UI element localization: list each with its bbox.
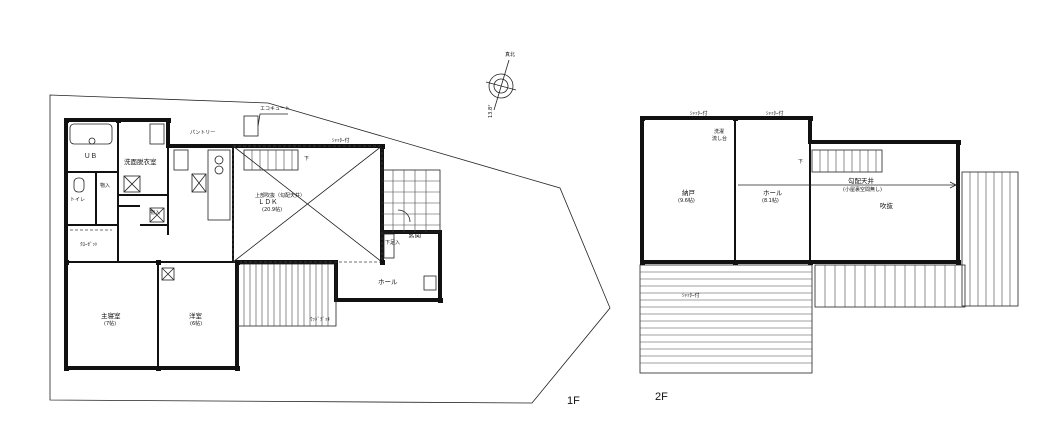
entrance-tile-area [381,169,441,233]
shutter-label-1f: ｼｬｯﾀｰ付 [332,137,350,144]
laundry-label: 洗濯 [714,128,724,135]
toilet-label: トイレ [70,197,85,203]
site-boundary [49,94,611,404]
compass-north-label: 真北 [505,51,515,58]
down-label-2f: 下 [798,159,803,165]
western-room-title: 洋室 [189,311,203,320]
compass-icon [485,59,517,111]
down-label-1f: 下 [304,156,309,162]
hall-title-2f: ホール [763,189,783,197]
ecocute-label: エコキュート [260,106,290,112]
master-bedroom-area: (7帖) [104,320,116,327]
void-label: 吹抜 [880,201,894,210]
entrance-label: 玄関 [408,230,421,239]
compass-angle-label: 13.8° [488,104,494,118]
toilet-bowl [73,177,85,193]
shoe-cabinet [383,233,395,259]
hall-area-2f: (8.1帖) [762,197,779,204]
washroom-label: 洗面脱衣室 [124,157,157,166]
interior-walls [66,120,237,368]
roof-lower [814,264,966,308]
roof-right [961,171,1019,307]
stair-2f [811,149,883,173]
deck-2f [639,264,813,374]
ub-label: ＵＢ [84,152,97,160]
shutter-label-2f-3: ｼｬｯﾀｰ付 [682,292,700,299]
shutter-label-2f-1: ｼｬｯﾀｰ付 [690,110,708,117]
shoe-label: 下足入 [385,240,400,246]
void-diagonals [232,145,383,263]
storage-label-2: 物入 [150,209,160,216]
wood-deck-label: ｳｯﾄﾞﾃﾞｯｷ [310,316,331,323]
master-bedroom-title: 主寝室 [101,311,121,320]
floor-label-1f: 1F [567,395,580,407]
2f-interior-walls [734,118,811,262]
first-floor-plan [49,94,611,404]
ldk-title: ＬＤＫ [258,198,278,206]
ub-drain-icon [88,137,96,145]
island [191,173,207,193]
ldk-area: (20.9帖) [262,206,282,213]
ceiling-note: 上部吹抜（勾配天井） [255,192,305,199]
shutter-label-2f-2: ｼｬｯﾀｰ付 [766,110,784,117]
ecocute-unit [243,115,259,137]
closet-label: ｸﾛｰｾﾞｯﾄ [80,241,98,248]
second-floor-plan [639,116,1019,374]
bathtub [69,123,113,145]
stair-1f [243,149,299,171]
hall-label-1f: ホール [378,278,398,286]
columns [64,116,961,371]
laundry-label-2: 流し台 [712,135,727,142]
pantry-label: パントリー [190,130,215,136]
attic-title: 納戸 [682,188,696,197]
floor-label-2f: 2F [655,391,668,403]
storage-label-1: 物入 [100,182,110,189]
slope-ceiling-title: 勾配天井 [848,176,875,185]
fridge [173,149,189,171]
vanity [149,123,165,145]
attic-area: (9.6帖) [678,197,695,204]
western-room-area: (6帖) [190,320,202,327]
washing-machine [123,175,141,193]
slope-ceiling-note: (小屋裏空間無し) [843,186,882,193]
kitchen-counter [207,149,231,221]
wood-deck-1f [237,263,337,327]
